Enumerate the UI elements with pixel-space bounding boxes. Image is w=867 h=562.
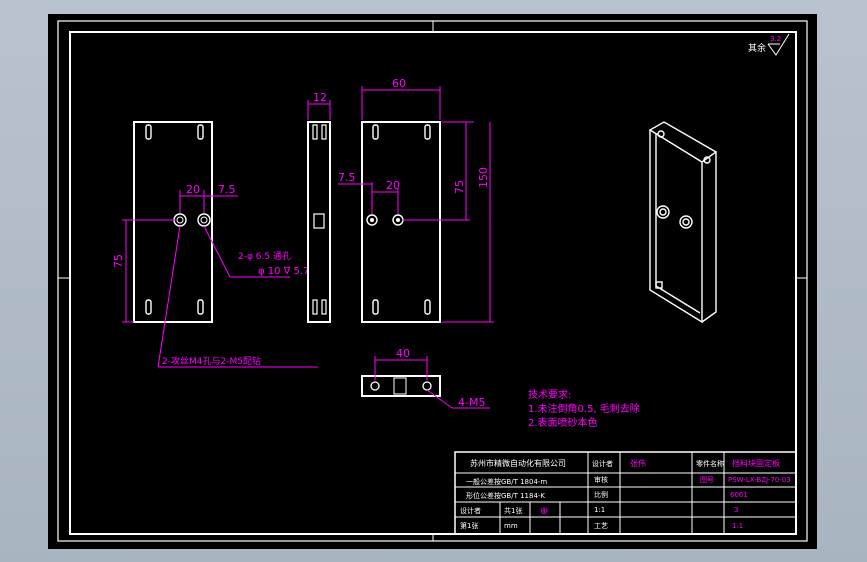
tb-scale-value-2: 1:1 [732,522,743,530]
dim-front-7-5: 7.5 [338,171,356,184]
dim-height-150: 150 [477,167,490,188]
tb-tol-line1: 一般公差按GB/T 1804-m [466,477,547,486]
tb-part-label: 零件名称 [696,459,724,468]
tb-designer-label-2: 设计者 [592,459,613,468]
isometric-view [648,121,718,324]
roughness-label: 其余 [748,42,766,54]
hole-callout-line2: φ 10 ∇ 5.7 [258,266,309,277]
tb-sheet-label: 共1张 [504,506,522,515]
roughness-symbol: 其余 3.2 [748,33,790,56]
roughness-value: 3.2 [770,35,781,43]
tb-unit: mm [504,522,518,530]
tb-designer-value: 张伟 [630,458,646,468]
tb-craft-label: 工艺 [594,522,608,530]
dim-left-20: 20 [186,183,200,196]
dim-width-40: 40 [396,347,410,360]
tb-designer-label: 设计者 [460,506,481,515]
left-view: 20 7.5 75 2-φ 6.5 通孔 φ 10 ∇ 5.7 2-攻丝M4孔与… [112,121,318,368]
tb-reviewer-label: 审核 [594,475,608,484]
tb-quantity-value: 3 [734,506,738,514]
bottom-view: 40 4-M5 [361,347,490,409]
dim-width-12: 12 [313,91,327,104]
tb-symbol: ⊕ [540,506,548,517]
tech-requirements: 技术要求: 1.未注倒角0.5, 毛刺去除 2.表面喷砂本色 [528,388,640,429]
tb-material-value: 6061 [730,491,748,499]
hole-callout-line1: 2-φ 6.5 通孔 [238,251,291,262]
dim-left-75: 75 [112,254,125,268]
tb-part-value: 挡料块固定板 [732,458,780,468]
tech-title: 技术要求: [528,388,571,401]
roughness-check-icon [767,33,790,56]
title-block: 苏州市精微自动化有限公司 一般公差按GB/T 1804-m 形位公差按GB/T … [454,451,797,535]
thread-callout: 2-攻丝M4孔与2-M5配钻 [162,355,261,367]
thread-4m5: 4-M5 [458,396,485,409]
dim-front-20: 20 [386,179,400,192]
dim-height-75: 75 [453,180,466,194]
front-hole-1 [366,214,378,226]
tb-scale-label: 比例 [594,490,608,499]
dim-width-60: 60 [392,77,406,90]
sheet-background [48,14,817,549]
tb-scale-value: 1:1 [594,506,605,514]
tech-line-2: 2.表面喷砂本色 [528,416,598,429]
tb-sheet-value: 第1张 [460,521,478,530]
dim-left-7-5: 7.5 [218,183,236,196]
tb-drawing-no-value: PSW-LX-BZJ-70-03 [728,476,791,484]
tb-company: 苏州市精微自动化有限公司 [470,458,566,468]
tech-line-1: 1.未注倒角0.5, 毛刺去除 [528,402,640,415]
tb-drawing-no-label: 图号 [700,476,714,484]
front-view: 60 7.5 20 75 150 [338,77,494,323]
side-view: 12 [307,91,331,323]
tb-tol-line2: 形位公差按GB/T 1184-K [466,491,545,500]
